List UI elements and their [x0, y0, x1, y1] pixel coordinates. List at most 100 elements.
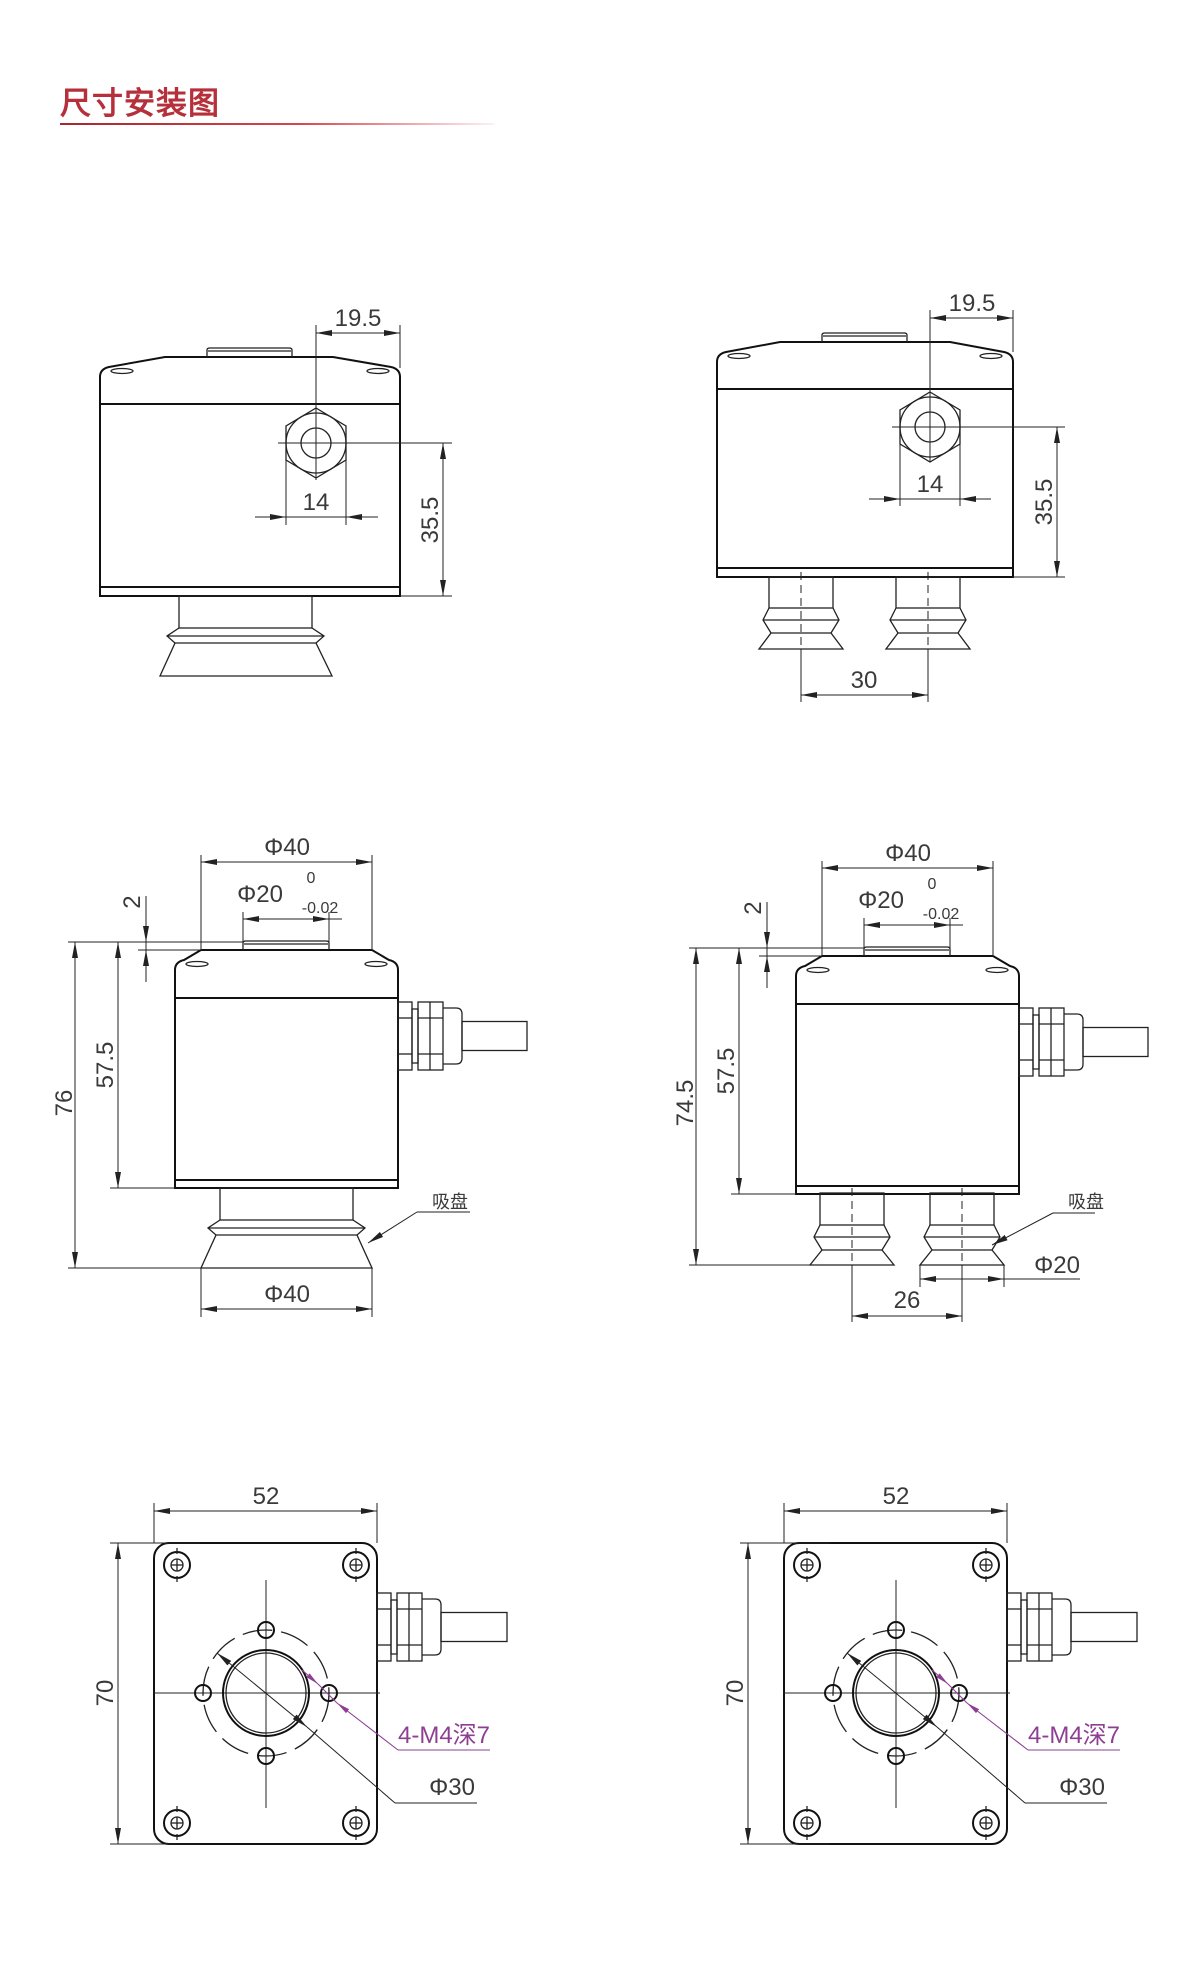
- suction-cup-stem: [178, 595, 313, 629]
- suction-cup-label: 吸盘: [432, 1192, 468, 1212]
- cable-gland-body: [1052, 1598, 1072, 1656]
- dim-label-boss-height: 2: [740, 901, 767, 914]
- dim-label-boss-height: 2: [119, 895, 146, 908]
- thread-leader: [317, 1683, 338, 1704]
- cable-gland-neck: [411, 1008, 419, 1064]
- cable: [440, 1611, 508, 1643]
- dim-label-spacing: 26: [894, 1287, 921, 1314]
- cable-gland-nut: [1018, 1007, 1034, 1077]
- threaded-hole: [824, 1684, 842, 1702]
- dim-label-height: 70: [92, 1680, 119, 1707]
- tolerance-upper: 0: [928, 876, 937, 893]
- leader-line: [991, 1212, 1054, 1246]
- dim-label-width: 52: [253, 1483, 280, 1510]
- threaded-hole: [887, 1747, 905, 1765]
- tolerance-upper: 0: [307, 870, 316, 887]
- bolt-circle: [202, 1629, 330, 1757]
- dim-label-top-offset: 19.5: [949, 290, 996, 317]
- tolerance-lower: -0.02: [923, 906, 960, 923]
- threaded-hole: [950, 1684, 968, 1702]
- dim-label-boss-dia: Φ20: [858, 887, 904, 914]
- dim-label-hex: 14: [917, 471, 944, 498]
- suction-cup: [199, 1219, 374, 1269]
- cable-gland-neck: [1032, 1014, 1040, 1070]
- housing-outline: [99, 356, 401, 597]
- housing-outline: [716, 341, 1014, 578]
- mount-slot: [985, 966, 1009, 974]
- front-view-double-cup: 19.5 14 35.5 30: [716, 290, 1065, 702]
- top-boss: [242, 940, 330, 950]
- thread-leader: [336, 1702, 399, 1751]
- dim-bore: [846, 1652, 938, 1728]
- thread-note: 4-M4深7: [1028, 1722, 1120, 1749]
- threaded-hole: [887, 1621, 905, 1639]
- cable-gland-nut: [397, 1001, 413, 1071]
- title-underline: [60, 123, 494, 125]
- cable: [1070, 1611, 1138, 1643]
- suction-cup-label: 吸盘: [1068, 1192, 1104, 1212]
- top-boss: [863, 946, 951, 956]
- top-boss: [206, 347, 293, 357]
- mount-slot: [806, 966, 830, 974]
- cable: [1082, 1026, 1149, 1058]
- cable-gland-neck: [390, 1599, 398, 1655]
- top-boss: [821, 332, 908, 342]
- dim-label-body-height: 57.5: [713, 1048, 740, 1095]
- thread-note: 4-M4深7: [398, 1722, 490, 1749]
- bolt-circle: [832, 1629, 960, 1757]
- mount-slot: [979, 352, 1003, 360]
- suction-cup-stem: [219, 1187, 354, 1221]
- leader-line: [936, 1726, 1026, 1804]
- mount-slot: [185, 960, 209, 968]
- housing-outline: [174, 949, 399, 1189]
- cable-gland-neck: [1020, 1599, 1028, 1655]
- thread-leader: [966, 1702, 1029, 1751]
- page-title: 尺寸安装图: [60, 86, 220, 122]
- dim-label-outer-dia: Φ40: [264, 834, 310, 861]
- leader-line: [306, 1726, 396, 1804]
- cable-gland-body: [443, 1007, 463, 1065]
- dim-label-boss-dia: Φ20: [237, 881, 283, 908]
- cable: [461, 1020, 528, 1052]
- suction-cup: [158, 627, 334, 677]
- tolerance-lower: -0.02: [302, 900, 339, 917]
- dim-label-height: 35.5: [1031, 479, 1058, 526]
- mount-slot: [364, 960, 388, 968]
- mount-slot: [110, 367, 134, 375]
- dim-label-bore: Φ30: [1059, 1774, 1105, 1801]
- mount-slot: [727, 352, 751, 360]
- dim-label-height: 35.5: [417, 497, 444, 544]
- housing-outline: [795, 955, 1020, 1195]
- thread-leader: [301, 1669, 319, 1685]
- dim-label-total-height: 74.5: [672, 1080, 699, 1127]
- cable-gland-body: [422, 1598, 442, 1656]
- leader-line: [367, 1211, 418, 1244]
- dim-label-body-height: 57.5: [92, 1042, 119, 1089]
- dim-label-total-height: 76: [51, 1090, 78, 1117]
- threaded-hole: [257, 1621, 275, 1639]
- cable-gland-body: [1064, 1013, 1084, 1071]
- dim-label-outer-dia: Φ40: [885, 840, 931, 867]
- front-view-single-cup: 19.5 14 35.5: [99, 305, 452, 677]
- dim-label-cup-dia: Φ20: [1034, 1252, 1080, 1279]
- dim-label-spacing: 30: [851, 667, 878, 694]
- threaded-hole: [257, 1747, 275, 1765]
- dim-label-width: 52: [883, 1483, 910, 1510]
- dim-bore: [216, 1652, 308, 1728]
- dim-label-bore: Φ30: [429, 1774, 475, 1801]
- thread-leader: [931, 1669, 949, 1685]
- mount-slot: [366, 367, 390, 375]
- dim-label-height: 70: [722, 1680, 749, 1707]
- dim-label-cup-dia: Φ40: [264, 1281, 310, 1308]
- threaded-hole: [320, 1684, 338, 1702]
- threaded-hole: [194, 1684, 212, 1702]
- dim-label-top-offset: 19.5: [335, 305, 382, 332]
- cable-gland-nut: [1006, 1592, 1022, 1662]
- cable-gland-nut: [376, 1592, 392, 1662]
- thread-leader: [947, 1683, 968, 1704]
- dim-label-hex: 14: [303, 489, 330, 516]
